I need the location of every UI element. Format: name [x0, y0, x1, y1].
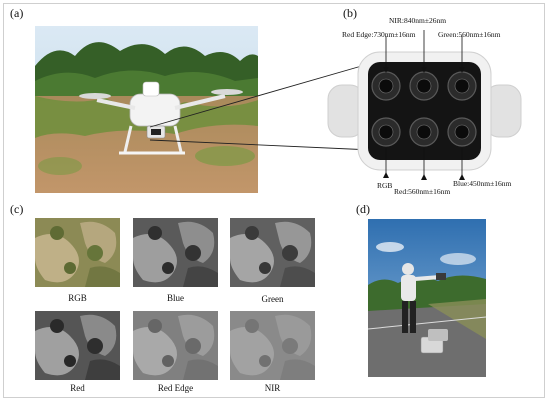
red-edge-image-texture — [133, 311, 218, 380]
caption-rgb: RGB — [68, 293, 87, 303]
panel-c-label: (c) — [10, 202, 24, 216]
band-label-nir: NIR:840nm±26nm — [389, 16, 447, 25]
drone-photo — [35, 26, 258, 193]
band-image-blue — [133, 218, 218, 287]
lens-green-icon — [447, 71, 477, 101]
band-image-red — [35, 311, 120, 380]
band-image-green — [230, 218, 315, 287]
caption-nir: NIR — [264, 383, 281, 393]
connector-line-bottom — [149, 139, 373, 151]
band-label-rgb: RGB — [377, 181, 393, 190]
rgb-image-texture — [35, 218, 120, 287]
lens-blue-icon — [447, 117, 477, 147]
figure-frame — [3, 3, 545, 398]
operator-photo — [368, 219, 486, 377]
caption-blue: Blue — [167, 293, 184, 303]
operator-person-icon — [401, 263, 448, 354]
drone-photo-svg — [35, 26, 258, 193]
band-label-red-edge: Red Edge:730nm±16nm — [342, 30, 416, 39]
lens-red-icon — [409, 117, 439, 147]
caption-red: Red — [70, 383, 85, 393]
connector-line-top — [149, 62, 373, 128]
drone-icon — [79, 81, 243, 155]
green-image-texture — [230, 218, 315, 287]
lens-nir-icon — [409, 71, 439, 101]
operator-photo-svg — [368, 219, 486, 377]
lens-red-edge-icon — [371, 71, 401, 101]
caption-red-edge: Red Edge — [157, 383, 194, 393]
band-image-rgb — [35, 218, 120, 287]
band-label-red: Red:560nm±16nm — [394, 187, 451, 196]
band-label-green: Green:560nm±16nm — [438, 30, 501, 39]
panel-a-label: (a) — [10, 6, 24, 20]
multispectral-camera — [327, 30, 522, 180]
red-image-texture — [35, 311, 120, 380]
panel-d-label: (d) — [356, 202, 370, 216]
band-image-nir — [230, 311, 315, 380]
nir-image-texture — [230, 311, 315, 380]
lens-rgb-icon — [371, 117, 401, 147]
band-label-blue: Blue:450nm±16nm — [453, 179, 512, 188]
blue-image-texture — [133, 218, 218, 287]
band-image-red-edge — [133, 311, 218, 380]
panel-b-label: (b) — [343, 6, 357, 20]
caption-green: Green — [261, 294, 284, 304]
